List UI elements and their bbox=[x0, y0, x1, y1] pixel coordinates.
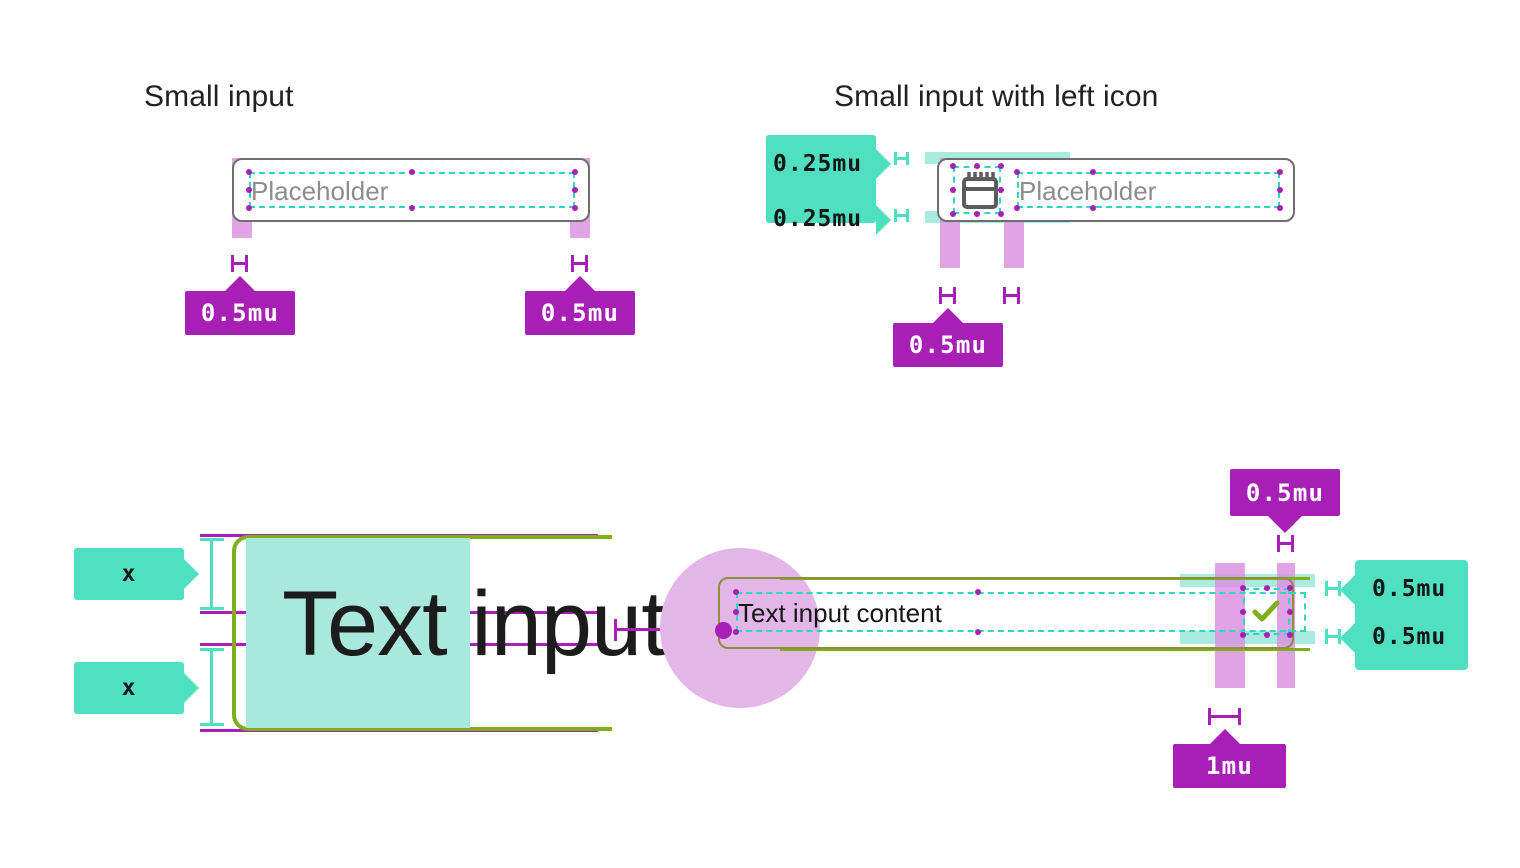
anchor-dot bbox=[975, 589, 981, 595]
anchor-dot bbox=[246, 205, 252, 211]
anchor-dot bbox=[974, 211, 980, 217]
anchor-dot bbox=[409, 205, 415, 211]
anchor-dot bbox=[1014, 169, 1020, 175]
anchor-dot bbox=[572, 187, 578, 193]
bottom-spacing-bracket bbox=[200, 648, 224, 726]
callout-x-bottom-label: x bbox=[121, 675, 137, 701]
callout-icon-left-padding: 0.5mu bbox=[893, 323, 1003, 367]
callout-notch bbox=[1340, 623, 1355, 653]
small-input-placeholder: Placeholder bbox=[251, 176, 389, 206]
callout-notch bbox=[563, 276, 597, 293]
anchor-dot bbox=[1014, 205, 1020, 211]
callout-notch bbox=[223, 276, 257, 293]
anchor-dot bbox=[409, 169, 415, 175]
anchor-dot bbox=[1264, 632, 1270, 638]
callout-x-top: x bbox=[74, 548, 184, 600]
anatomy-input-border bbox=[232, 535, 612, 731]
content-area-fill bbox=[246, 538, 470, 728]
callout-label-filled-bottom-padding: 0.5mu bbox=[1372, 624, 1447, 650]
section-title-small-input-icon: Small input with left icon bbox=[834, 80, 1159, 113]
anchor-dot bbox=[1277, 187, 1283, 193]
small-input-icon-field[interactable] bbox=[937, 158, 1295, 222]
callout-notch bbox=[1268, 516, 1302, 533]
callout-notch bbox=[184, 559, 199, 589]
anchor-dot bbox=[998, 163, 1004, 169]
anchor-dot bbox=[1287, 632, 1293, 638]
small-input-icon-placeholder: Placeholder bbox=[1019, 176, 1157, 206]
anchor-dot bbox=[1240, 632, 1246, 638]
anchor-dot bbox=[1090, 205, 1096, 211]
top-spacing-bracket bbox=[200, 538, 224, 610]
anchor-dot bbox=[974, 163, 980, 169]
checkmark-icon[interactable] bbox=[1249, 594, 1283, 628]
extension-line-bottom bbox=[780, 648, 1310, 651]
callout-left-padding: 0.5mu bbox=[185, 291, 295, 335]
callout-right-padding: 0.5mu bbox=[525, 291, 635, 335]
anchor-dot bbox=[950, 211, 956, 217]
anatomy-sample-text: Text input bbox=[282, 573, 667, 675]
callout-notch bbox=[184, 673, 199, 703]
callout-notch bbox=[1208, 729, 1242, 746]
calendar-icon bbox=[962, 172, 998, 209]
anchor-dot bbox=[950, 187, 956, 193]
anchor-dot bbox=[998, 187, 1004, 193]
filled-input-value: Text input content bbox=[738, 598, 942, 628]
callout-icon-vertical-padding bbox=[766, 135, 876, 223]
callout-notch bbox=[876, 149, 891, 179]
anchor-dot bbox=[1287, 609, 1293, 615]
anchor-dot bbox=[572, 169, 578, 175]
filled-icon-gap-guide bbox=[1215, 563, 1245, 688]
anchor-dot bbox=[950, 163, 956, 169]
callout-label-filled-top-padding: 0.5mu bbox=[1372, 576, 1447, 602]
callout-filled-vertical-padding bbox=[1355, 560, 1468, 670]
callout-filled-right-padding: 0.5mu bbox=[1230, 469, 1340, 516]
focus-highlight-circle bbox=[660, 548, 820, 708]
callout-x-top-label: x bbox=[121, 561, 137, 587]
anchor-dot bbox=[998, 211, 1004, 217]
anchor-dot bbox=[975, 629, 981, 635]
callout-notch bbox=[876, 205, 891, 235]
anchor-dot bbox=[1264, 585, 1270, 591]
callout-x-bottom: x bbox=[74, 662, 184, 714]
small-input-field[interactable] bbox=[232, 158, 590, 222]
anchor-dot bbox=[1240, 585, 1246, 591]
anchor-dot bbox=[1240, 609, 1246, 615]
anchor-dot bbox=[1090, 169, 1096, 175]
callout-notch bbox=[931, 308, 965, 325]
anchor-dot bbox=[572, 205, 578, 211]
callout-filled-icon-gap: 1mu bbox=[1173, 744, 1286, 788]
anchor-dot bbox=[246, 187, 252, 193]
callout-label-bottom-padding: 0.25mu bbox=[773, 206, 863, 232]
callout-label-top-padding: 0.25mu bbox=[773, 151, 863, 177]
section-title-small-input: Small input bbox=[144, 80, 294, 113]
filled-right-padding-guide bbox=[1277, 563, 1295, 688]
anchor-dot bbox=[733, 609, 739, 615]
anchor-dot bbox=[246, 169, 252, 175]
connector-dot bbox=[715, 622, 732, 639]
callout-notch bbox=[1340, 575, 1355, 605]
anchor-dot bbox=[1287, 585, 1293, 591]
anchor-dot bbox=[733, 629, 739, 635]
anchor-dot bbox=[1277, 205, 1283, 211]
filled-input-field[interactable] bbox=[718, 577, 1294, 649]
anchor-dot bbox=[1277, 169, 1283, 175]
anchor-dot bbox=[733, 589, 739, 595]
